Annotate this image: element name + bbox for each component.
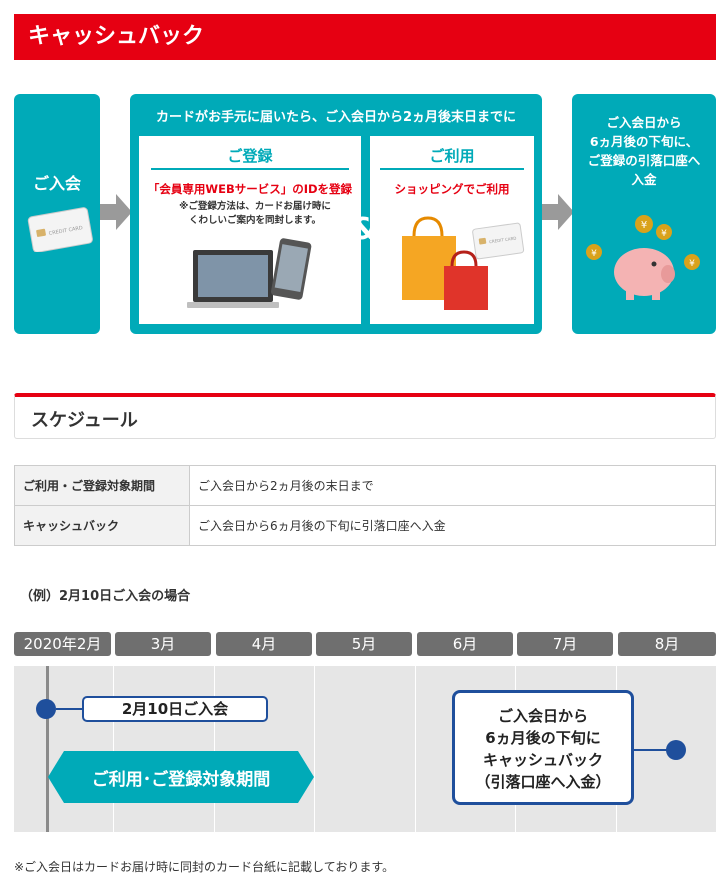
month-divider — [415, 666, 416, 832]
arrow-right-icon — [100, 194, 132, 230]
svg-text:¥: ¥ — [661, 229, 667, 239]
schedule-row-label: キャッシュバック — [14, 505, 190, 546]
schedule-row-value: ご入会日から6ヵ月後の下旬に引落口座へ入金 — [189, 505, 716, 546]
svg-text:¥: ¥ — [641, 220, 647, 231]
month-label: 7月 — [517, 632, 613, 656]
month-divider — [314, 666, 315, 832]
use-title: ご利用 — [429, 147, 475, 165]
cashback-connector — [634, 749, 668, 751]
month-label: 2020年2月 — [14, 632, 111, 656]
cashback-line-4: 入金 — [631, 172, 657, 187]
laptop-phone-icon — [187, 238, 312, 308]
register-note-1: ※ご登録方法は、カードお届け時に — [179, 201, 331, 212]
cashback-callout-line-1: ご入会日から — [497, 707, 588, 725]
join-date-label: 2月10日ご入会 — [82, 696, 268, 722]
steps-banner: カードがお手元に届いたら、ご入会日から2ヵ月後末日までに — [155, 110, 517, 125]
join-connector — [56, 708, 82, 710]
join-dot — [36, 699, 56, 719]
period-label: ご利用･ご登録対象期間 — [91, 770, 271, 790]
footnote: ※ご入会日はカードお届け時に同封のカード台紙に記載しております。 — [14, 860, 395, 874]
svg-text:¥: ¥ — [591, 249, 597, 259]
month-label: 5月 — [316, 632, 412, 656]
use-card-text: CREDIT CARD — [489, 235, 517, 244]
register-box: ご登録 「会員専用WEBサービス」のIDを登録 ※ご登録方法は、カードお届け時に… — [139, 136, 361, 324]
cashback-callout-line-3: キャッシュバック — [482, 751, 603, 769]
cashback-dot — [666, 740, 686, 760]
shopping-bags-icon: CREDIT CARD — [402, 216, 525, 310]
register-subtitle: 「会員専用WEBサービス」のIDを登録 — [147, 182, 353, 196]
svg-text:¥: ¥ — [689, 259, 695, 269]
cashback-panel: ご入会日から 6ヵ月後の下旬に、 ご登録の引落口座へ 入金 ¥ ¥ ¥ ¥ — [572, 94, 716, 334]
cashback-callout-line-4: （引落口座へ入金） — [475, 773, 611, 791]
table-row: キャッシュバック ご入会日から6ヵ月後の下旬に引落口座へ入金 — [14, 505, 716, 546]
cashback-line-1: ご入会日から — [606, 115, 682, 130]
piggy-bank-icon: ¥ ¥ ¥ ¥ — [586, 215, 700, 300]
use-box: ご利用 ショッピングでご利用 CREDIT CARD — [370, 136, 534, 324]
credit-card-icon: CREDIT CARD — [27, 207, 93, 252]
schedule-table: ご利用・ご登録対象期間 ご入会日から2ヵ月後の末日まで キャッシュバック ご入会… — [14, 465, 716, 546]
schedule-title: スケジュール — [31, 410, 138, 431]
arrow-right-icon-2 — [542, 194, 574, 230]
steps-panel: カードがお手元に届いたら、ご入会日から2ヵ月後末日までに ご登録 「会員専用WE… — [130, 94, 542, 334]
schedule-row-value: ご入会日から2ヵ月後の末日まで — [189, 465, 716, 506]
month-label: 6月 — [417, 632, 513, 656]
cashback-line-2: 6ヵ月後の下旬に、 — [589, 134, 699, 149]
join-date-line — [46, 666, 49, 832]
month-label: 8月 — [618, 632, 716, 656]
month-label: 3月 — [115, 632, 211, 656]
month-label: 4月 — [216, 632, 312, 656]
cashback-callout-line-2: 6ヵ月後の下旬に — [485, 729, 601, 747]
schedule-row-label: ご利用・ご登録対象期間 — [14, 465, 190, 506]
example-caption: （例）2月10日ご入会の場合 — [20, 589, 191, 604]
cashback-callout: ご入会日から 6ヵ月後の下旬に キャッシュバック （引落口座へ入金） — [452, 690, 634, 805]
month-divider — [113, 666, 114, 832]
page-title: キャッシュバック — [14, 14, 716, 60]
month-divider — [214, 666, 215, 832]
credit-card-text: CREDIT CARD — [48, 225, 83, 237]
cashback-line-3: ご登録の引落口座へ — [587, 153, 701, 168]
period-chevron — [48, 751, 314, 803]
schedule-heading: スケジュール — [14, 393, 716, 439]
join-label: ご入会 — [32, 174, 81, 193]
register-title: ご登録 — [227, 147, 273, 165]
join-panel: ご入会 CREDIT CARD — [14, 94, 100, 334]
use-subtitle: ショッピングでご利用 — [394, 182, 510, 196]
table-row: ご利用・ご登録対象期間 ご入会日から2ヵ月後の末日まで — [14, 465, 716, 506]
register-note-2: くわしいご案内を同封します。 — [188, 215, 322, 226]
